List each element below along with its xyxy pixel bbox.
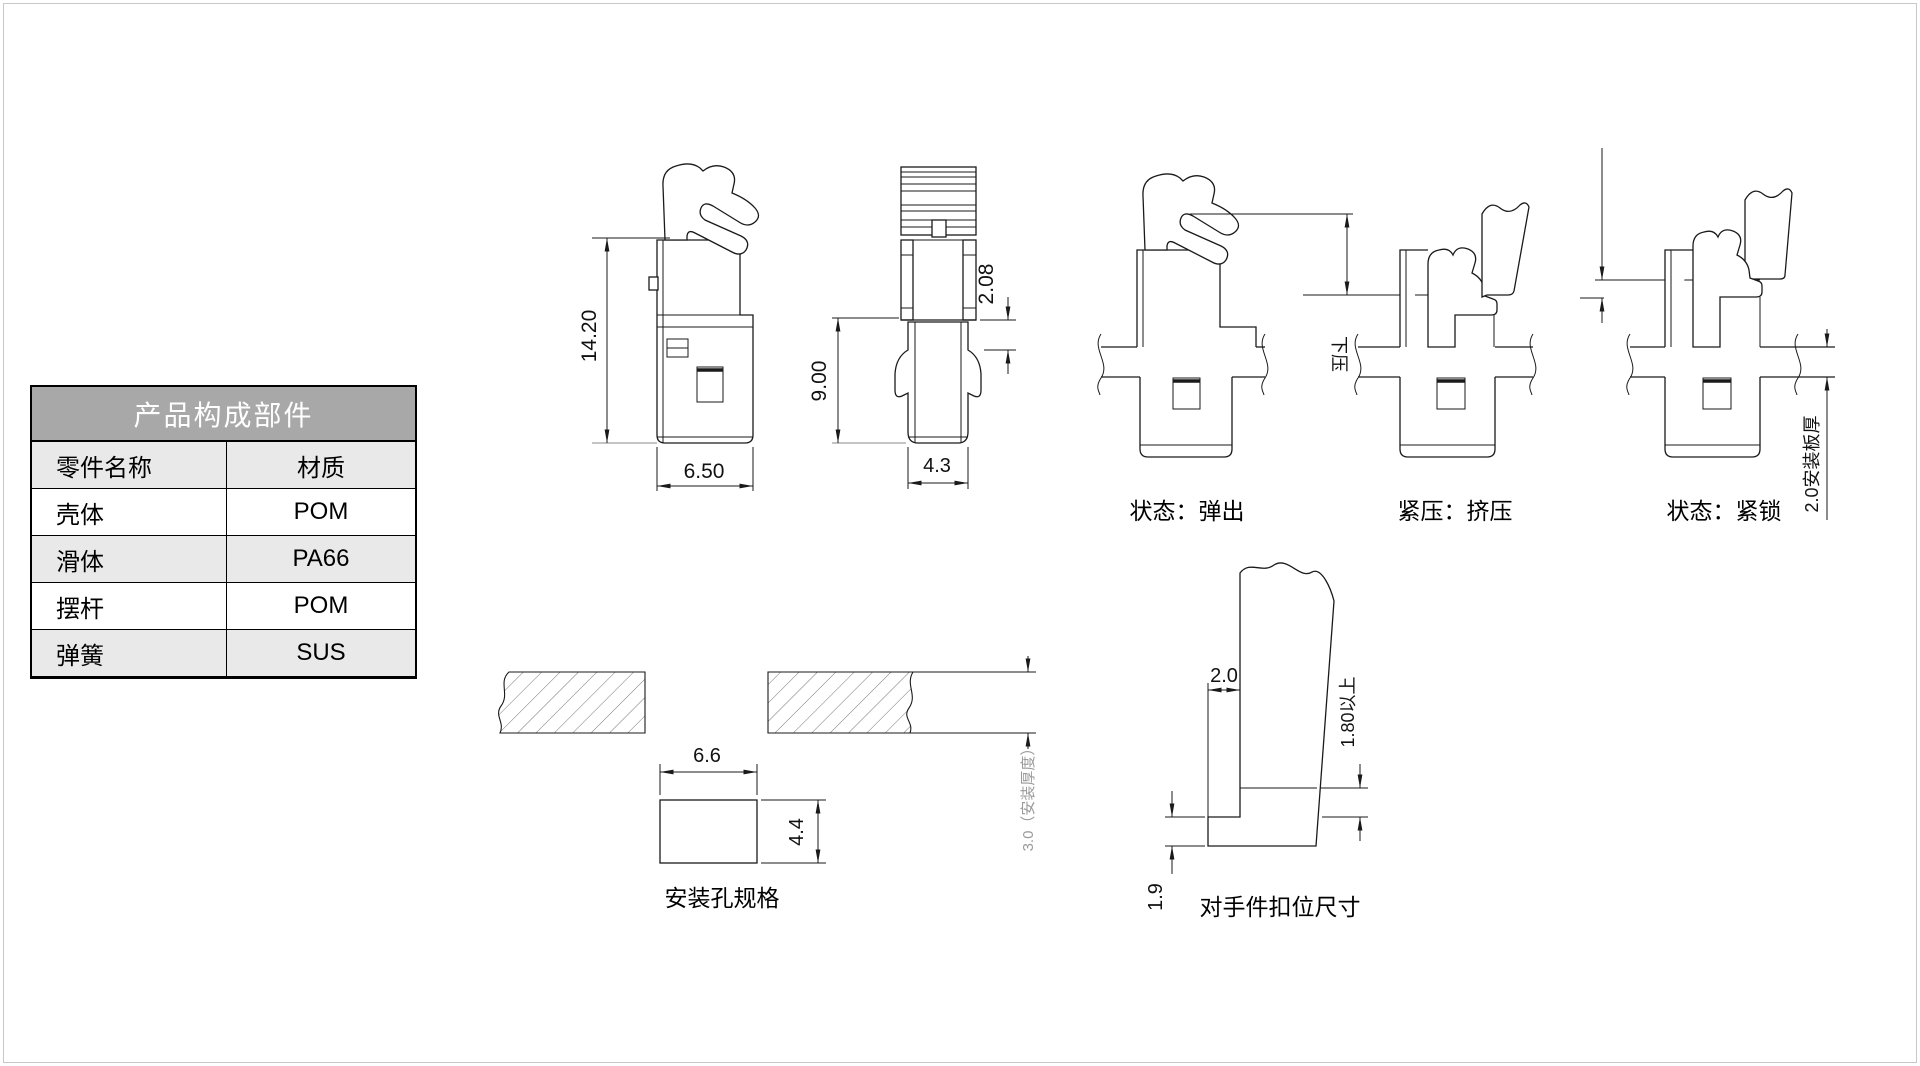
dim-mating-width: 2.0 [1210, 665, 1238, 687]
material-cell: POM [293, 498, 349, 525]
material-cell: POM [293, 592, 349, 619]
dim-side-width: 4.3 [923, 455, 951, 477]
mating-part-spec: 2.0 1.80以上 1.9 对手件扣位尺寸 [1145, 562, 1368, 920]
table-row: 滑体 PA66 [32, 536, 415, 583]
part-name-cell: 摆杆 [32, 583, 227, 629]
front-view: 14.20 6.50 [578, 163, 760, 491]
dim-hole-width: 6.6 [693, 745, 721, 767]
dim-hole-height: 4.4 [786, 818, 808, 846]
mounting-hole-spec: 3.0（安装厚度） 6.6 4.4 安装孔规格 [498, 656, 1037, 911]
panel-thickness-note: 3.0（安装厚度） [1020, 741, 1037, 852]
state-ejected-view: 状态：弹出 [1097, 173, 1269, 524]
state-locked-view: 状态：紧锁 2.0安装板厚 [1580, 148, 1835, 524]
table-row: 弹簧 SUS [32, 630, 415, 676]
press-dimension: 下压 [1190, 213, 1487, 372]
caption-mounting-hole: 安装孔规格 [665, 885, 780, 911]
dim-side-height: 9.00 [808, 361, 831, 402]
side-view: 9.00 2.08 4.3 [808, 166, 1016, 489]
column-header-material: 材质 [297, 454, 345, 482]
dim-mating-min-height: 1.80以上 [1338, 676, 1358, 747]
part-name-cell: 滑体 [32, 536, 227, 582]
caption-mating-part: 对手件扣位尺寸 [1200, 894, 1361, 920]
material-cell: PA66 [292, 545, 350, 572]
dim-mating-lip: 1.9 [1145, 883, 1167, 911]
dim-side-offset: 2.08 [975, 264, 998, 305]
dim-board-thickness: 2.0安装板厚 [1802, 415, 1822, 512]
parts-table: 产品构成部件 零件名称 材质 壳体 POM 滑体 PA66 摆杆 POM 弹簧 … [30, 385, 417, 679]
state-pressed-view: 紧压：挤压 [1354, 202, 1537, 524]
press-down-label: 下压 [1329, 336, 1349, 372]
caption-state-locked: 状态：紧锁 [1667, 498, 1782, 524]
caption-state-ejected: 状态：弹出 [1130, 498, 1245, 524]
parts-table-title: 产品构成部件 [32, 387, 415, 442]
table-row: 壳体 POM [32, 489, 415, 536]
dim-front-width: 6.50 [684, 460, 725, 483]
table-row: 摆杆 POM [32, 583, 415, 630]
column-header-part: 零件名称 [32, 442, 227, 488]
dim-front-height: 14.20 [578, 310, 601, 363]
part-name-cell: 壳体 [32, 489, 227, 535]
part-name-cell: 弹簧 [32, 630, 227, 676]
table-header-row: 零件名称 材质 [32, 442, 415, 489]
caption-state-pressed: 紧压：挤压 [1398, 498, 1513, 524]
material-cell: SUS [296, 639, 346, 666]
